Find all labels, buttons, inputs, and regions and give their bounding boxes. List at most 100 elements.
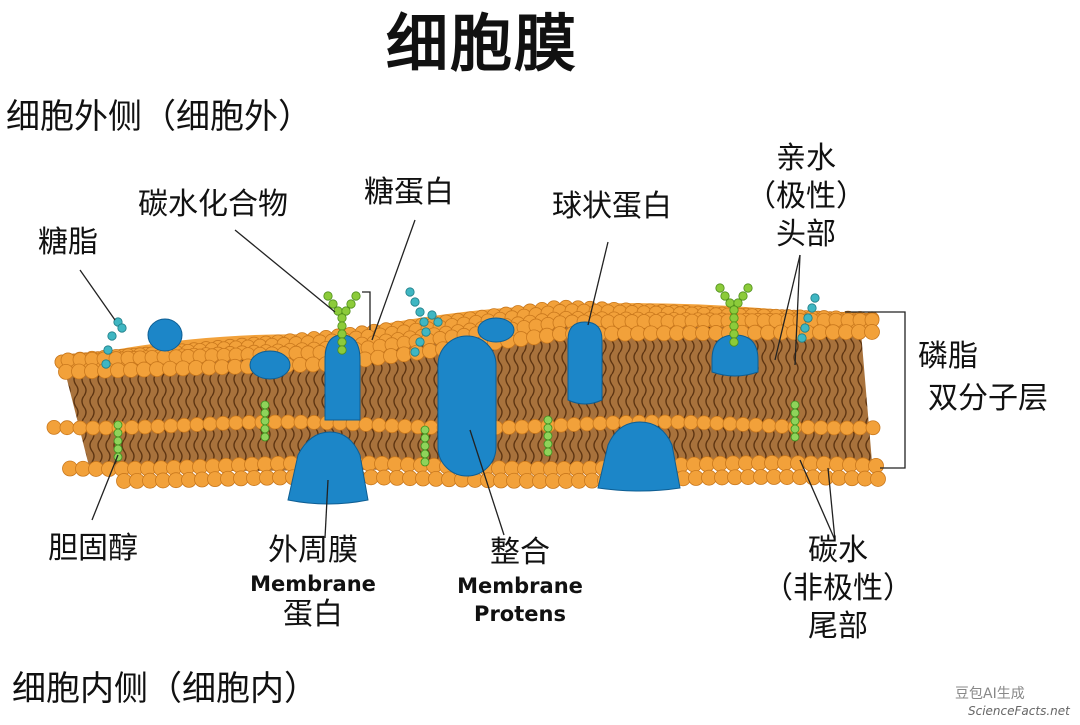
sugar-bead (729, 329, 739, 339)
sugar-bead (101, 359, 111, 369)
phospholipid-head (774, 418, 790, 434)
phospholipid-head (526, 329, 542, 346)
carbohydrate-label: 碳水化合物 (138, 187, 288, 222)
sugar-bead (427, 310, 437, 320)
phospholipid-head (870, 471, 886, 487)
peripheral-label-en: Membrane (250, 572, 376, 596)
cholesterol-molecules (113, 400, 800, 467)
phospholipid-head (46, 419, 62, 435)
peripheral-label-2: 蛋白 (283, 597, 343, 632)
phospholipid-head (72, 420, 88, 436)
phospholipid-head (864, 324, 880, 340)
phospholipid-head (657, 414, 673, 430)
phospholipid-head (670, 414, 686, 430)
sugar-bead (743, 283, 753, 293)
cholesterol-bead (420, 433, 430, 443)
phospholipid-head (241, 415, 257, 430)
integral-label-en1: Membrane (457, 574, 583, 598)
glycolipid-label: 糖脂 (38, 225, 98, 260)
sugar-bead (117, 323, 127, 333)
watermark: 豆包AI生成 (955, 686, 1025, 702)
sugar-bead (738, 291, 748, 301)
sugar-bead (337, 313, 347, 323)
phospholipid-head (800, 419, 816, 435)
phospholipid-head (553, 417, 569, 433)
sugar-bead (337, 321, 347, 331)
hydrophilic-label-2: （极性） (746, 179, 866, 214)
phospholipid-head (852, 420, 868, 436)
cholesterol-bead (113, 420, 123, 430)
sugar-bead (107, 331, 117, 341)
cholesterol-bead (543, 439, 553, 449)
phospholipid-head (539, 327, 555, 344)
sugar-bead (800, 323, 810, 333)
globular-protein-label: 球状蛋白 (552, 189, 672, 224)
phospholipid-head (748, 417, 764, 433)
cholesterol-bead (113, 444, 123, 454)
globular-protein-left (249, 350, 291, 380)
cholesterol-bead (543, 415, 553, 425)
cholesterol-bead (260, 424, 270, 434)
sugar-bead (419, 317, 429, 327)
phospholipid-head (98, 420, 114, 436)
hydrophilic-label-1: 亲水 (776, 141, 836, 176)
cholesterol-bead (260, 416, 270, 426)
sugar-bead (405, 287, 415, 297)
sugar-bead (103, 345, 113, 355)
sugar-bead (807, 303, 817, 313)
cholesterol-bead (113, 428, 123, 438)
sugar-bead (410, 347, 420, 357)
sugar-bead (421, 327, 431, 337)
phospholipid-head (696, 415, 712, 431)
sugar-bead (729, 313, 739, 323)
peripheral-protein-right (597, 421, 681, 492)
phospholipid-head (358, 417, 374, 432)
phospholipid-head (501, 420, 517, 435)
phospholipid-head (735, 417, 751, 432)
phospholipid-head (150, 419, 166, 434)
sugar-bead (810, 293, 820, 303)
phospholipid-head (396, 346, 412, 363)
hydrophilic-label-3: 头部 (776, 217, 836, 252)
membrane-proteins (147, 317, 759, 505)
phospholipid-head (163, 418, 179, 434)
inside-label: 细胞内侧（细胞内） (12, 669, 318, 709)
cholesterol-bead (420, 441, 430, 451)
cholesterol-bead (260, 408, 270, 418)
cholesterol-bead (113, 452, 123, 462)
phospholipid-head (59, 420, 75, 436)
sugar-bead (337, 345, 347, 355)
phospholipid-head (215, 415, 231, 431)
sugar-bead (415, 337, 425, 347)
phospholipid-head (384, 418, 400, 434)
peripheral-protein (287, 431, 369, 505)
phospholipid-head (383, 348, 399, 364)
sugar-bead (337, 329, 347, 339)
integral-label-1: 整合 (490, 535, 550, 570)
cholesterol-bead (790, 408, 800, 418)
phospholipid-head (865, 420, 881, 436)
sugar-bead (803, 313, 813, 323)
peripheral-label-1: 外周膜 (268, 533, 358, 568)
sugar-bead (733, 298, 743, 308)
globular-protein (567, 321, 603, 405)
sugar-bead (337, 337, 347, 347)
sugar-bead (720, 291, 730, 301)
leader-lines (79, 219, 906, 541)
phospholipid-head (579, 416, 595, 432)
phospholipid-head (293, 414, 309, 430)
cholesterol-bead (420, 449, 430, 459)
phospholipid-head (85, 420, 101, 436)
bilayer-label-1: 磷脂 (918, 339, 978, 374)
globular-protein-small-left (147, 318, 183, 352)
carbohydrate-chains (101, 283, 820, 369)
credit: ScienceFacts.net (968, 704, 1070, 718)
sugar-bead (415, 307, 425, 317)
sugar-bead (323, 291, 333, 301)
hydrophobic-label-2: （非极性） (763, 571, 913, 606)
outside-label: 细胞外侧（细胞外） (6, 97, 312, 137)
sugar-bead (729, 305, 739, 315)
phospholipid-head (137, 419, 153, 435)
sugar-bead (715, 283, 725, 293)
phospholipid-head (709, 415, 725, 431)
